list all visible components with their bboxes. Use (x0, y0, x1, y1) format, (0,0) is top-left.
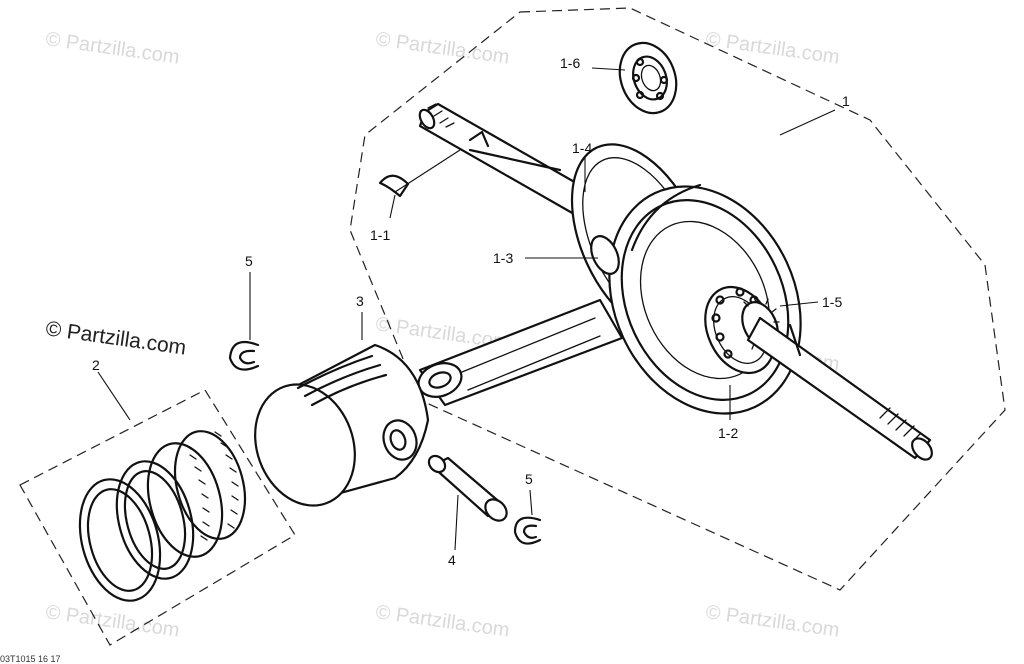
callout-1-6: 1-6 (560, 55, 580, 71)
callout-5-upper: 5 (245, 253, 253, 269)
callout-labels: 1 1-6 1-4 1-3 1-1 1-5 1-2 5 3 2 4 5 (92, 55, 850, 568)
watermark: © Partzilla.com (44, 601, 181, 642)
callout-1-3: 1-3 (493, 250, 513, 266)
piston-ring-set (78, 430, 247, 602)
piston-pin (427, 454, 508, 522)
callout-1-1: 1-1 (370, 227, 390, 243)
callout-2: 2 (92, 357, 100, 373)
watermark: © Partzilla.com (44, 28, 181, 69)
watermark: © Partzilla.com (704, 28, 841, 69)
watermark: © Partzilla.com (704, 601, 841, 642)
left-crank-shaft (418, 102, 594, 216)
group-outlines (19, 7, 1006, 646)
right-crank-shaft (746, 316, 933, 461)
crank-pin (590, 235, 620, 275)
crankshaft-assembly-outline (349, 7, 1006, 591)
leader-lines (97, 67, 836, 551)
connecting-rod (417, 298, 624, 407)
watermark: © Partzilla.com (374, 601, 511, 642)
ball-bearing (618, 41, 678, 115)
callout-1: 1 (842, 93, 850, 109)
piston (254, 343, 430, 507)
crankshaft-assembly (378, 102, 933, 461)
callout-4: 4 (448, 552, 456, 568)
circlip-lower (513, 516, 542, 545)
footer-code: 03T1015 16 17 (0, 654, 61, 664)
callout-5-lower: 5 (525, 471, 533, 487)
watermark-prominent: © Partzilla.com (44, 317, 187, 359)
callout-1-2: 1-2 (718, 425, 738, 441)
woodruff-key (378, 174, 410, 198)
circlip-upper (228, 340, 260, 371)
callout-1-5: 1-5 (822, 294, 842, 310)
callout-1-4: 1-4 (572, 140, 592, 156)
callout-3: 3 (356, 293, 364, 309)
watermark: © Partzilla.com (374, 28, 511, 69)
